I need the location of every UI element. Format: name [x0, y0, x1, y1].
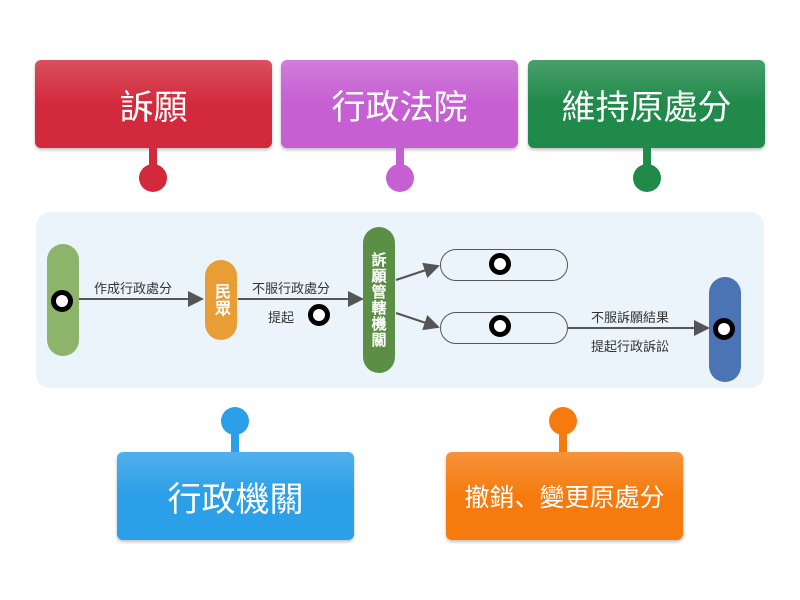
- pin-stem: [231, 430, 239, 454]
- outcome-node-bottom: [440, 312, 568, 344]
- label-text: 行政法院: [331, 87, 468, 128]
- label-card-maintain-original[interactable]: 維持原處分: [528, 60, 765, 148]
- label-card-revoke-change[interactable]: 撤銷、變更原處分: [446, 452, 683, 540]
- drop-target[interactable]: [713, 318, 735, 340]
- appeal-authority-node: 訴願管轄機關: [363, 227, 395, 373]
- pin-stem: [149, 148, 157, 172]
- pin-stem: [396, 148, 404, 172]
- arrow-label: 不服訴願結果: [591, 311, 670, 326]
- arrow-label: 提起行政訴訟: [591, 340, 670, 355]
- people-node: 民眾: [205, 260, 237, 340]
- label-text: 行政機關: [167, 479, 304, 520]
- label-text: 維持原處分: [561, 87, 732, 128]
- pin-dot: [386, 164, 414, 192]
- drop-target[interactable]: [308, 304, 330, 326]
- label-card-administrative-court[interactable]: 行政法院: [281, 60, 518, 148]
- pin-stem: [643, 148, 651, 172]
- label-text: 訴願: [119, 87, 188, 128]
- arrow-3a: [395, 262, 440, 281]
- pin-stem: [559, 430, 567, 454]
- outcome-node-top: [440, 249, 568, 281]
- label-text: 撤銷、變更原處分: [464, 483, 665, 512]
- drop-target[interactable]: [489, 315, 511, 337]
- pin-dot: [633, 164, 661, 192]
- label-card-appeal[interactable]: 訴願: [35, 60, 272, 148]
- drop-target[interactable]: [489, 253, 511, 275]
- drop-target[interactable]: [51, 290, 73, 312]
- arrow-3b: [395, 312, 440, 331]
- label-card-administrative-agency[interactable]: 行政機關: [117, 452, 354, 540]
- arrow-label: 作成行政處分: [94, 282, 173, 297]
- pin-dot: [139, 164, 167, 192]
- arrow-label: 不服行政處分: [252, 282, 331, 297]
- arrow-label: 提起: [268, 311, 295, 326]
